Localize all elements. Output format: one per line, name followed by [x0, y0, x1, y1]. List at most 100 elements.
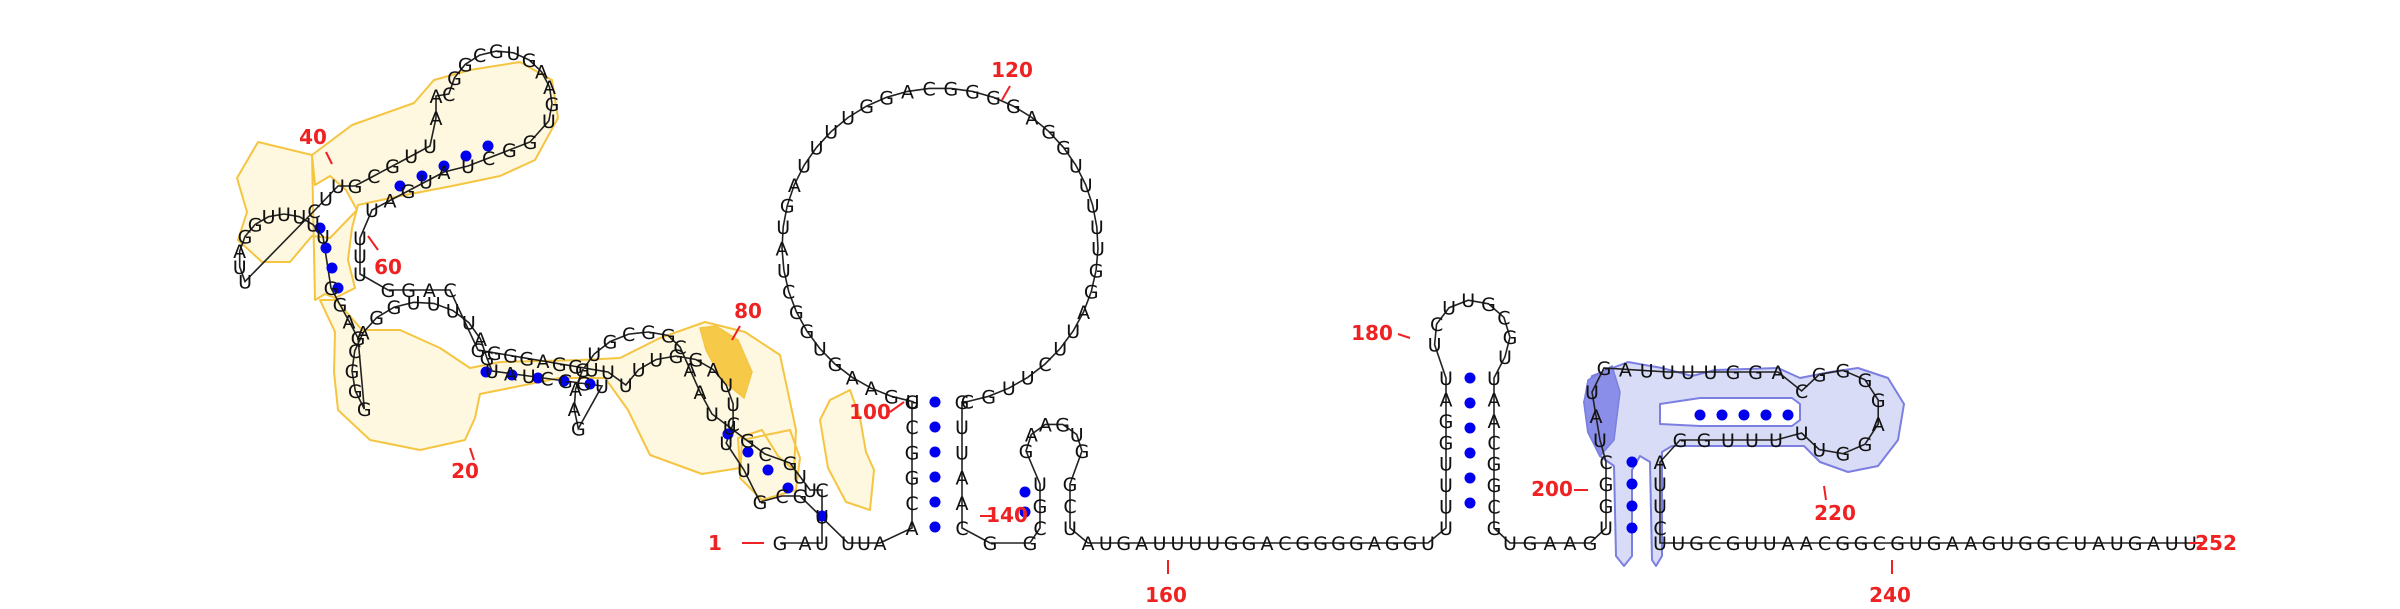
nucleotide: U — [1671, 533, 1685, 555]
nucleotide: U — [1188, 533, 1202, 555]
nucleotide: G — [385, 156, 400, 178]
nucleotide: U — [1206, 533, 1220, 555]
base-pair-dot — [1782, 409, 1794, 421]
nucleotide: U — [1681, 362, 1695, 384]
nucleotide: A — [1488, 389, 1501, 411]
nucleotide: G — [1439, 432, 1454, 454]
nucleotide: A — [423, 280, 436, 302]
nucleotide: G — [1023, 533, 1038, 555]
nucleotide: U — [1428, 335, 1442, 357]
base-pair-dot — [929, 521, 941, 533]
nucleotide: G — [1583, 533, 1598, 555]
nucleotide: G — [1084, 282, 1099, 304]
nucleotide: U — [777, 260, 791, 282]
nucleotide: C — [1430, 314, 1443, 336]
nucleotide: G — [1349, 533, 1364, 555]
nucleotide: U — [1461, 290, 1475, 312]
nucleotide: U — [955, 417, 969, 439]
nucleotide: G — [641, 322, 656, 344]
nucleotide: U — [542, 111, 556, 133]
base-pair-dot — [1694, 409, 1706, 421]
nucleotide: G — [661, 326, 676, 348]
nucleotide: A — [1800, 533, 1813, 555]
nucleotide: C — [673, 337, 686, 359]
nucleotide: C — [1795, 381, 1808, 403]
nucleotide: U — [1653, 533, 1667, 555]
nucleotide: C — [1873, 533, 1886, 555]
nucleotide: G — [905, 442, 920, 464]
nucleotide: G — [1313, 533, 1328, 555]
nucleotide: A — [537, 351, 550, 373]
position-label-200: 200 — [1531, 477, 1573, 501]
nucleotide: G — [1295, 533, 1310, 555]
nucleotide: U — [407, 292, 421, 314]
nucleotide: G — [324, 278, 339, 300]
nucleotide: G — [369, 308, 384, 330]
nucleotide: U — [262, 207, 276, 229]
nucleotide: G — [1331, 533, 1346, 555]
base-pair-dot — [332, 282, 344, 294]
nucleotide: A — [535, 62, 548, 84]
nucleotide: A — [901, 81, 914, 103]
nucleotide: G — [351, 328, 366, 350]
nucleotide: A — [1564, 533, 1577, 555]
nucleotide: G — [503, 346, 518, 368]
nucleotide: G — [522, 50, 537, 72]
nucleotide: U — [1503, 533, 1517, 555]
nucleotide: G — [357, 399, 372, 421]
nucleotide: U — [824, 121, 838, 143]
nucleotide: G — [558, 371, 573, 393]
nucleotide: C — [1708, 533, 1721, 555]
base-pair-dot — [929, 446, 941, 458]
nucleotide: G — [571, 419, 586, 441]
nucleotide: A — [430, 86, 443, 108]
nucleotide: U — [776, 217, 790, 239]
nucleotide: C — [2055, 533, 2068, 555]
nucleotide: U — [331, 176, 345, 198]
base-pair-dot — [1716, 409, 1728, 421]
base-pair-dot — [816, 510, 828, 522]
nucleotide: C — [961, 392, 974, 414]
nucleotide: C — [1278, 533, 1291, 555]
base-pair-dot — [320, 242, 332, 254]
nucleotide: G — [333, 295, 348, 317]
nucleotide: U — [1487, 368, 1501, 390]
nucleotide: G — [1812, 364, 1827, 386]
base-pair-dot — [438, 160, 450, 172]
position-label-1: 1 — [708, 531, 722, 555]
nucleotide: U — [1585, 382, 1599, 404]
nucleotide: G — [1487, 518, 1502, 540]
nucleotide: A — [1039, 414, 1052, 436]
nucleotide: C — [1038, 354, 1051, 376]
nucleotide: A — [707, 360, 720, 382]
nucleotide: U — [292, 207, 306, 229]
nucleotide: A — [438, 162, 451, 184]
base-pair-dot — [1464, 372, 1476, 384]
nucleotide: A — [1590, 406, 1603, 428]
position-tick — [1823, 485, 1827, 501]
nucleotide: G — [1041, 121, 1056, 143]
nucleotide: G — [955, 392, 970, 414]
nucleotide: G — [1858, 434, 1873, 456]
base-pair-dot — [929, 421, 941, 433]
nucleotide: U — [1593, 430, 1607, 452]
nucleotide: G — [1673, 430, 1688, 452]
base-pair-dot — [1019, 486, 1031, 498]
nucleotide: U — [423, 136, 437, 158]
nucleotide: U — [601, 362, 615, 384]
nucleotide: G — [401, 280, 416, 302]
nucleotide: U — [1721, 430, 1735, 452]
base-pair-dot — [1464, 397, 1476, 409]
base-pair-dot — [929, 471, 941, 483]
nucleotide: C — [782, 282, 795, 304]
nucleotide: C — [726, 414, 739, 436]
position-tick — [469, 447, 475, 461]
nucleotide: G — [1056, 137, 1071, 159]
nucleotide: A — [799, 533, 812, 555]
nucleotide: U — [233, 257, 247, 279]
position-tick — [367, 235, 379, 251]
nucleotide: U — [1439, 475, 1453, 497]
nucleotide: A — [1260, 533, 1273, 555]
base-pair-dot — [929, 496, 941, 508]
